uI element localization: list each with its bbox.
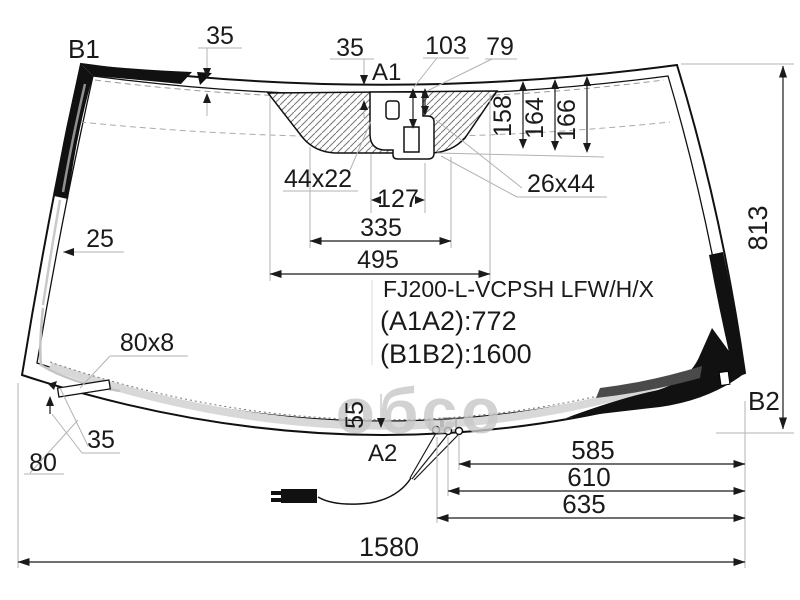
- dim-164: 164: [521, 97, 549, 139]
- sensor-window-small: [385, 100, 400, 120]
- corner-label-a2: A2: [368, 440, 397, 467]
- heater-band: [48, 361, 720, 430]
- dim-80x8: 80x8: [120, 329, 174, 357]
- dim-35-bottom-left: 35: [87, 426, 115, 454]
- dim-127: 127: [377, 185, 419, 213]
- sensor-window-large: [403, 126, 420, 153]
- dim-1580: 1580: [359, 532, 419, 562]
- dim-335: 335: [360, 214, 402, 242]
- dim-495: 495: [357, 246, 399, 274]
- spec-a1a2: (A1A2):772: [380, 306, 517, 336]
- dim-585: 585: [571, 435, 614, 465]
- dim-26x44: 26x44: [527, 170, 595, 198]
- dim-top-band-left: 35: [206, 22, 234, 50]
- trim-left-molding-stripe: [61, 83, 87, 193]
- wire-connector: [281, 489, 317, 503]
- connector-pin-2: [271, 498, 281, 502]
- watermark: обсо: [336, 375, 504, 447]
- corner-label-b1: B1: [68, 34, 100, 64]
- dim-top-band-center: 35: [336, 34, 364, 62]
- corner-clip-window: [718, 370, 731, 387]
- dim-44x22: 44x22: [284, 165, 352, 193]
- heater-band-dotted-edge: [49, 360, 719, 421]
- wire-1: [409, 432, 437, 479]
- connector-pin-1: [271, 491, 281, 495]
- left-lower-molding: [41, 199, 62, 306]
- wire-cable: [317, 477, 412, 505]
- dim-25: 25: [86, 225, 114, 253]
- trim-top-band-tip: [197, 72, 212, 85]
- dim-103: 103: [425, 32, 467, 60]
- dim-166: 166: [553, 99, 581, 141]
- dimension-arrows: [46, 68, 591, 428]
- dim-80: 80: [29, 449, 57, 477]
- trim-top-band: [81, 64, 192, 84]
- trim-bottom-right-corner: [566, 328, 745, 418]
- trim-right-band: [709, 252, 745, 373]
- shade-band-dashed-line: [79, 121, 671, 138]
- spec-b1b2: (B1B2):1600: [380, 339, 532, 369]
- wire-2: [411, 433, 449, 480]
- dim-635: 635: [562, 489, 605, 519]
- corner-label-a1: A1: [372, 59, 401, 86]
- corner-label-b2: B2: [748, 386, 780, 416]
- part-code: FJ200-L-VCPSH LFW/H/X: [383, 276, 654, 302]
- dimension-lines: [17, 65, 787, 566]
- dim-79: 79: [486, 33, 514, 61]
- dim-55: 55: [341, 401, 369, 429]
- dim-610: 610: [567, 462, 610, 492]
- construction-lines: [17, 47, 794, 568]
- dim-813: 813: [743, 205, 773, 250]
- corner-molding-stripe: [596, 366, 702, 398]
- dim-158: 158: [489, 95, 517, 137]
